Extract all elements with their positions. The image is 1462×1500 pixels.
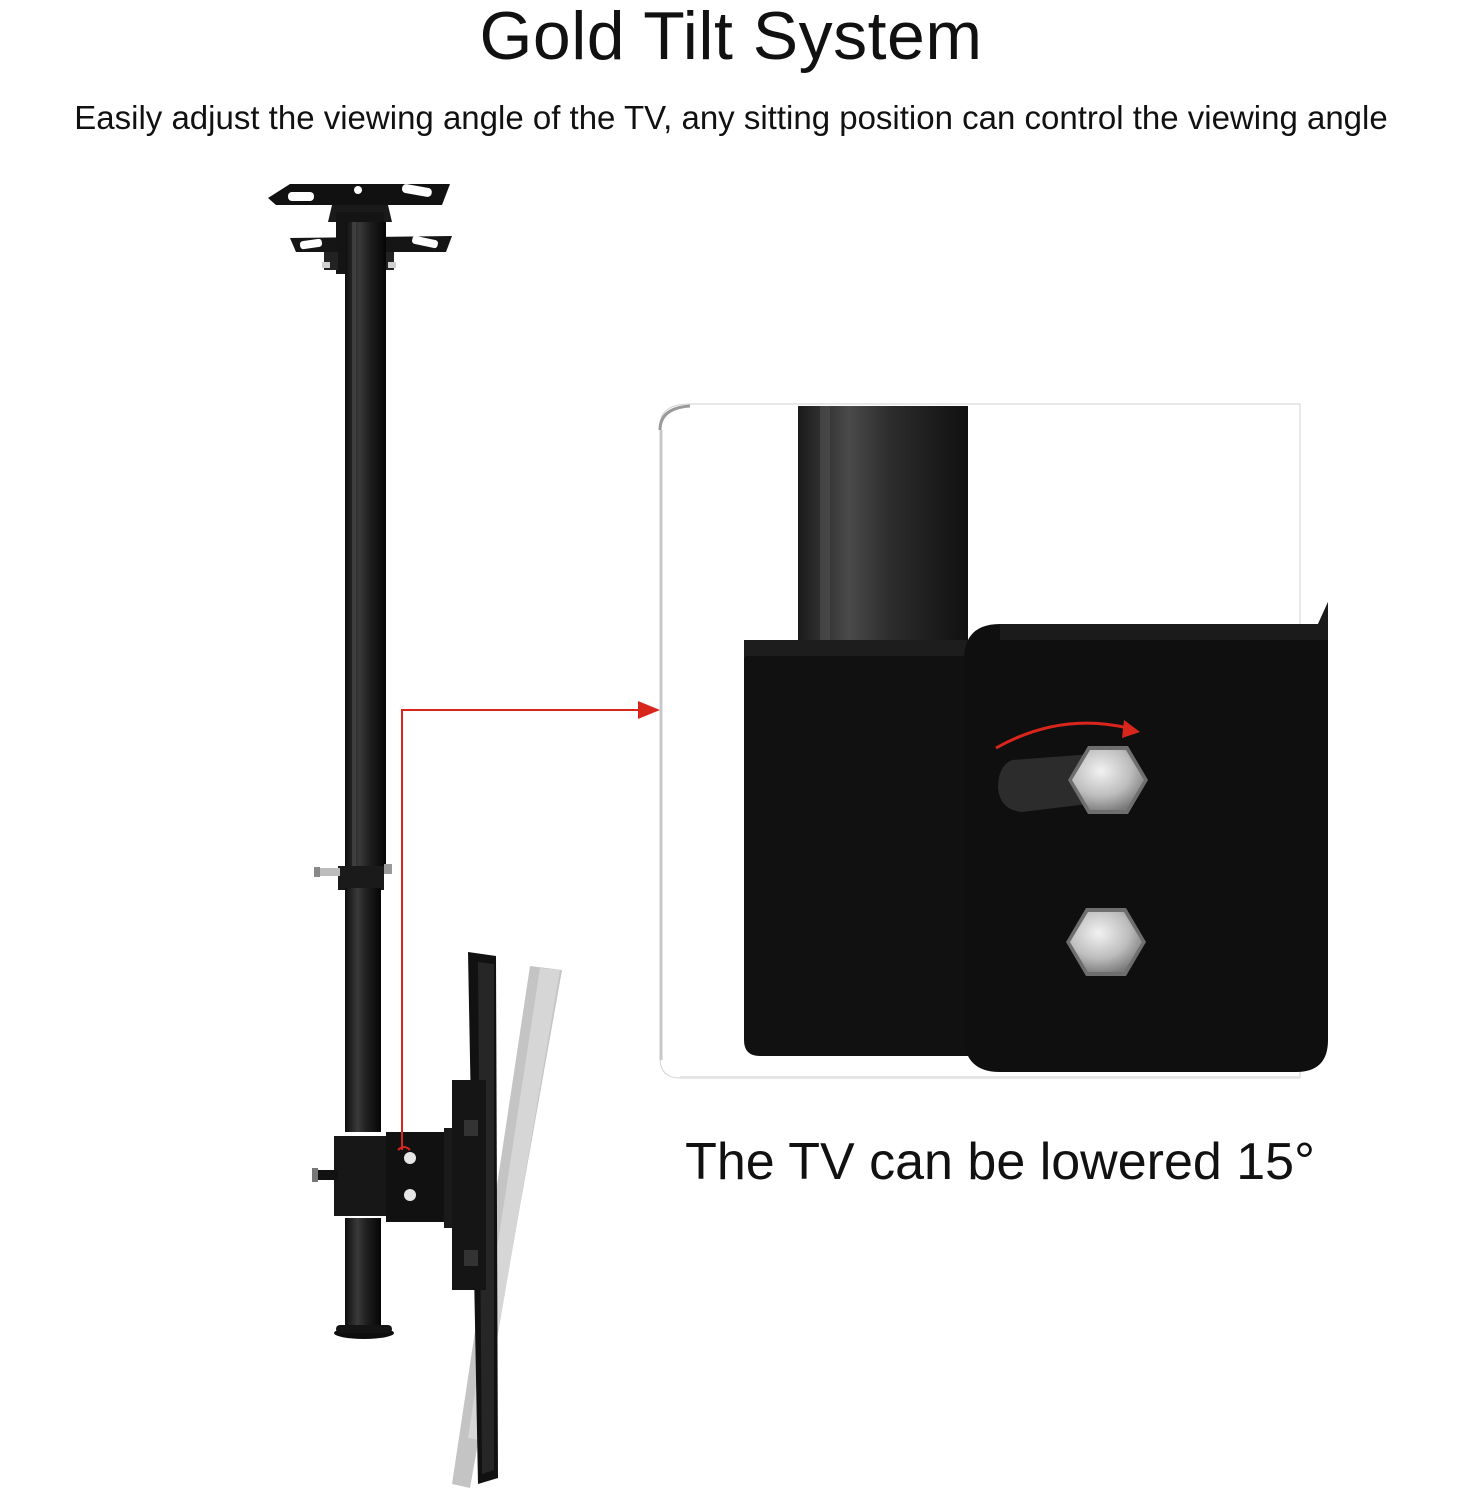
upper-hex-bolt bbox=[1068, 746, 1148, 814]
callout-arrow bbox=[401, 701, 660, 1150]
tv-panel bbox=[452, 952, 498, 1484]
zoom-detail-panel bbox=[658, 403, 1328, 1079]
tilt-caption: The TV can be lowered 15° bbox=[685, 1133, 1315, 1191]
lower-hex-bolt bbox=[1066, 908, 1146, 976]
page-subtitle: Easily adjust the viewing angle of the T… bbox=[74, 99, 1388, 136]
tilt-clamp bbox=[312, 1128, 466, 1228]
page-title: Gold Tilt System bbox=[479, 0, 983, 74]
telescopic-pole bbox=[314, 222, 394, 1339]
